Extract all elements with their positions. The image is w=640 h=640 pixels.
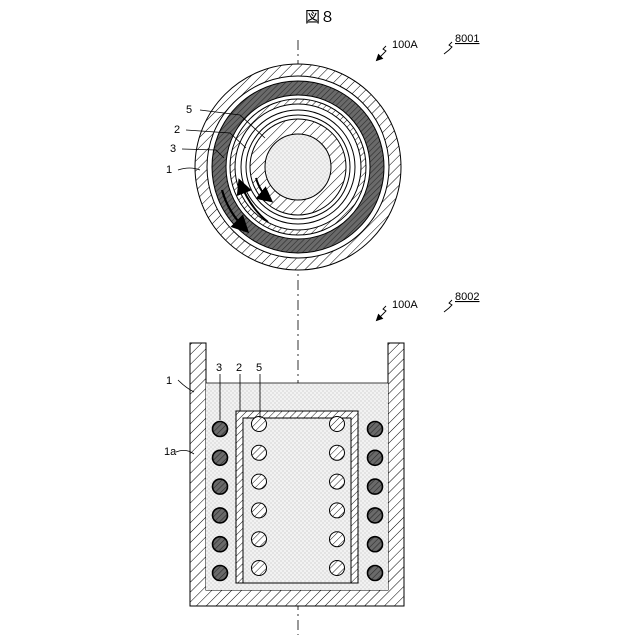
rotor-core <box>265 134 331 200</box>
side-view: 1 1a 3 2 5 100A 8002 <box>164 291 479 606</box>
rotor-element-right-6 <box>330 561 345 576</box>
coil-right-2 <box>368 450 383 465</box>
device-pointer-side <box>377 306 386 320</box>
figure-title: 図８ <box>305 8 335 26</box>
coil-right-3 <box>368 479 383 494</box>
label-liquid-side: 1a <box>164 446 177 458</box>
device-label-top: 100A <box>392 39 418 51</box>
coil-left-3 <box>213 479 228 494</box>
view-pointer-top <box>444 42 452 54</box>
view-pointer-side <box>444 300 452 312</box>
coil-right-6 <box>368 566 383 581</box>
coil-left-5 <box>213 537 228 552</box>
rotor-element-left-6 <box>252 561 267 576</box>
label-vessel-side: 1 <box>166 375 172 387</box>
view-label-side: 8002 <box>455 291 479 303</box>
rotor-element-left-2 <box>252 445 267 460</box>
label-coil-top: 3 <box>170 143 176 155</box>
coil-right-4 <box>368 508 383 523</box>
rotor-element-left-5 <box>252 532 267 547</box>
device-label-side: 100A <box>392 299 418 311</box>
rotor-element-right-2 <box>330 445 345 460</box>
coil-left-2 <box>213 450 228 465</box>
label-container-side: 2 <box>236 362 242 374</box>
top-view: 5 2 3 1 100A 8001 <box>166 33 479 270</box>
coil-left-1 <box>213 422 228 437</box>
coil-right-1 <box>368 422 383 437</box>
rotor-element-right-5 <box>330 532 345 547</box>
rotor-element-right-4 <box>330 503 345 518</box>
label-coil-side: 3 <box>216 362 222 374</box>
device-pointer-top <box>377 46 386 60</box>
coil-left-6 <box>213 566 228 581</box>
label-vessel-top: 1 <box>166 164 172 176</box>
rotor-element-left-3 <box>252 474 267 489</box>
label-rotor-top: 5 <box>186 104 192 116</box>
coil-left-4 <box>213 508 228 523</box>
coil-right-5 <box>368 537 383 552</box>
rotor-element-right-1 <box>330 417 345 432</box>
view-label-top: 8001 <box>455 33 479 45</box>
rotor-element-right-3 <box>330 474 345 489</box>
label-container-top: 2 <box>174 124 180 136</box>
label-rotor-side: 5 <box>256 362 262 374</box>
rotor-element-left-1 <box>252 417 267 432</box>
rotor-element-left-4 <box>252 503 267 518</box>
